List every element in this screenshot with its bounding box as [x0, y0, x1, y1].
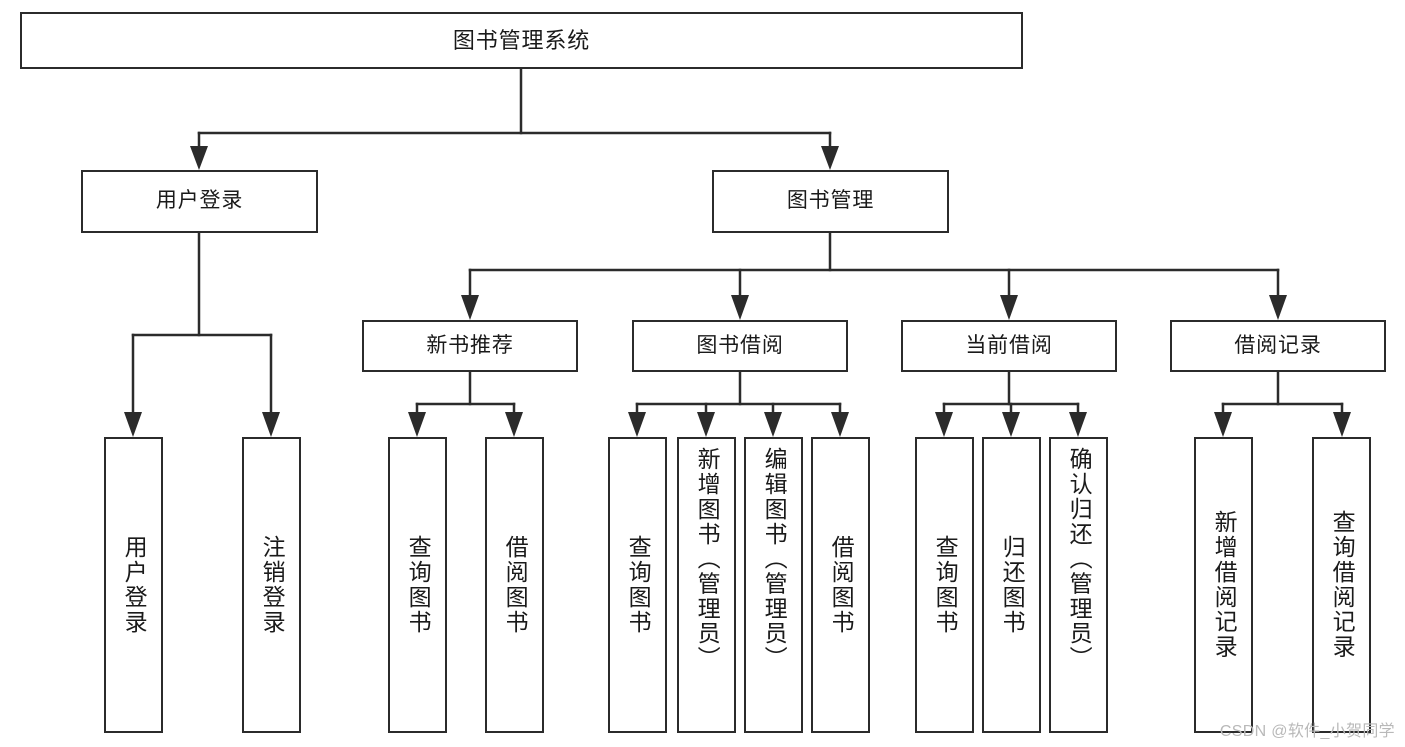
leaf-book-borrow-add[interactable]: 新增图书（管理员） [677, 437, 736, 733]
node-label: 新增借阅记录 [1211, 510, 1238, 660]
node-label: 借阅记录 [1234, 333, 1322, 357]
node-book-borrow[interactable]: 图书借阅 [632, 320, 848, 372]
node-label: 编辑图书（管理员） [761, 447, 788, 671]
node-user-login[interactable]: 用户登录 [81, 170, 318, 233]
leaf-book-borrow-borrow[interactable]: 借阅图书 [811, 437, 870, 733]
node-current-borrow[interactable]: 当前借阅 [901, 320, 1117, 372]
leaf-book-borrow-query[interactable]: 查询图书 [608, 437, 667, 733]
node-label: 图书管理 [786, 189, 875, 213]
node-label: 查询图书 [405, 535, 432, 635]
node-label: 查询图书 [932, 535, 959, 635]
node-label: 图书管理系统 [452, 27, 591, 53]
node-label: 新书推荐 [426, 333, 514, 357]
node-label: 用户登录 [155, 189, 244, 213]
leaf-new-book-query[interactable]: 查询图书 [388, 437, 447, 733]
leaf-current-borrow-return[interactable]: 归还图书 [982, 437, 1041, 733]
node-label: 新增图书（管理员） [694, 447, 721, 671]
node-label: 查询借阅记录 [1329, 510, 1356, 660]
node-label: 借阅图书 [828, 535, 855, 635]
leaf-borrow-record-query[interactable]: 查询借阅记录 [1312, 437, 1371, 733]
leaf-user-login-signout[interactable]: 注销登录 [242, 437, 301, 733]
node-label: 注销登录 [259, 535, 286, 635]
node-root-system[interactable]: 图书管理系统 [20, 12, 1023, 69]
leaf-current-borrow-confirm-return[interactable]: 确认归还（管理员） [1049, 437, 1108, 733]
node-book-management[interactable]: 图书管理 [712, 170, 949, 233]
leaf-current-borrow-query[interactable]: 查询图书 [915, 437, 974, 733]
node-label: 查询图书 [625, 535, 652, 635]
leaf-book-borrow-edit[interactable]: 编辑图书（管理员） [744, 437, 803, 733]
node-new-book-recommend[interactable]: 新书推荐 [362, 320, 578, 372]
node-label: 借阅图书 [502, 535, 529, 635]
node-label: 图书借阅 [696, 333, 784, 357]
csdn-watermark: CSDN @软件_小贺同学 [1219, 723, 1395, 740]
leaf-user-login-signin[interactable]: 用户登录 [104, 437, 163, 733]
leaf-borrow-record-add[interactable]: 新增借阅记录 [1194, 437, 1253, 733]
node-label: 确认归还（管理员） [1066, 447, 1093, 671]
node-borrow-record[interactable]: 借阅记录 [1170, 320, 1386, 372]
node-label: 归还图书 [999, 535, 1026, 635]
node-label: 当前借阅 [965, 333, 1053, 357]
leaf-new-book-borrow[interactable]: 借阅图书 [485, 437, 544, 733]
node-label: 用户登录 [121, 535, 148, 635]
